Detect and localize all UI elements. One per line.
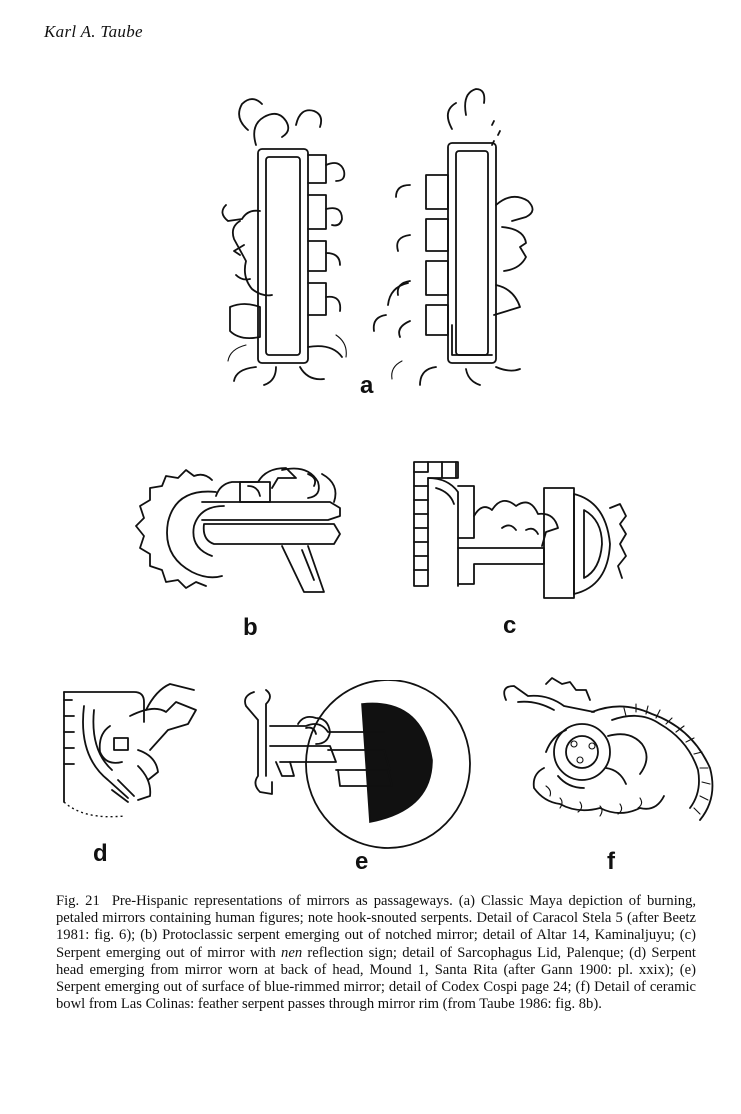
panel-a-right-mirror — [372, 88, 534, 386]
panel-a-illustration — [221, 88, 534, 386]
panel-label-d: d — [93, 840, 108, 867]
panel-f-illustration — [503, 677, 714, 821]
figure-panel-d — [54, 676, 204, 826]
figure-panel-f — [496, 676, 736, 846]
figure-panel-c — [406, 458, 638, 608]
running-head: Karl A. Taube — [44, 22, 143, 41]
panel-label-b: b — [243, 614, 258, 641]
panel-d-illustration — [63, 683, 197, 818]
panel-a-left-mirror — [221, 98, 347, 386]
panel-label-e: e — [355, 848, 369, 875]
panel-label-a: a — [360, 372, 374, 399]
panel-c-illustration — [413, 461, 627, 599]
figure-caption: Fig. 21 Pre-Hispanic representations of … — [56, 893, 696, 1013]
figure-panel-e — [240, 680, 480, 860]
panel-label-f: f — [607, 848, 615, 875]
panel-label-c: c — [503, 612, 517, 639]
panel-b-illustration — [135, 467, 341, 593]
panel-e-illustration — [244, 680, 471, 849]
figure-caption-italic-term: nen — [281, 944, 303, 961]
figure-panel-a — [196, 85, 546, 390]
figure-caption-text-part2: reflection sign; detail of Sarcophagus L… — [56, 944, 696, 1013]
figure-caption-text-part1: Pre-Hispanic representations of mirrors … — [56, 893, 697, 961]
figure-panel-b — [132, 462, 362, 612]
figure-caption-label: Fig. 21 — [56, 893, 100, 909]
